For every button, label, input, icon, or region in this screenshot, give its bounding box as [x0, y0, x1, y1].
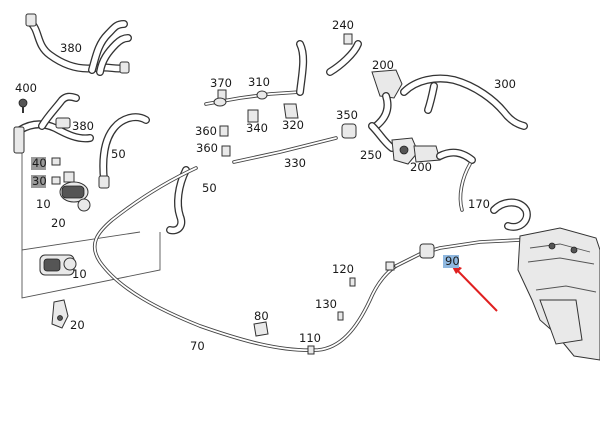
left-bracket-frame	[21, 130, 161, 299]
hose-90	[385, 238, 522, 271]
label-130: 130	[315, 297, 337, 311]
clips	[253, 277, 356, 355]
highlight-90	[443, 255, 459, 268]
label-120: 120	[332, 262, 354, 276]
label-380: 380	[60, 41, 82, 55]
engine-block	[517, 227, 600, 361]
hose-300	[400, 74, 528, 130]
label-10-upper: 10	[36, 197, 51, 211]
label-370: 370	[210, 76, 232, 90]
label-90: 90	[445, 254, 460, 268]
label-200-mid: 200	[410, 160, 432, 174]
label-340: 340	[246, 121, 268, 135]
small-parts-40-30	[51, 157, 61, 185]
hose-200-top	[296, 33, 403, 130]
small-parts-340-320	[219, 103, 299, 157]
label-350: 350	[336, 108, 358, 122]
pointer-arrow	[450, 263, 498, 312]
pipe-310	[204, 89, 302, 107]
part-350	[341, 123, 357, 139]
label-240: 240	[332, 18, 354, 32]
label-110: 110	[299, 331, 321, 345]
label-40: 40	[32, 156, 47, 170]
label-80: 80	[254, 309, 269, 323]
label-320: 320	[282, 118, 304, 132]
pipe-70	[93, 166, 398, 353]
label-20-lower: 20	[70, 318, 85, 332]
label-200-top: 200	[372, 58, 394, 72]
label-10-lower: 10	[72, 267, 87, 281]
hose-50-center	[166, 166, 190, 235]
hose-380-top	[25, 13, 132, 76]
label-30: 30	[32, 174, 47, 188]
label-400: 400	[15, 81, 37, 95]
label-310: 310	[248, 75, 270, 89]
label-300: 300	[494, 77, 516, 91]
highlight-40	[31, 157, 46, 170]
label-380-mid: 380	[72, 119, 94, 133]
label-20-upper: 20	[51, 216, 66, 230]
label-360-lower: 360	[196, 141, 218, 155]
pump-10-upper	[59, 171, 91, 212]
hose-170	[458, 162, 531, 231]
pump-10-lower	[39, 254, 77, 276]
bolt-400	[18, 98, 28, 113]
valve-200-250	[368, 122, 476, 165]
label-250: 250	[360, 148, 382, 162]
label-330: 330	[284, 156, 306, 170]
bracket-20-lower	[51, 299, 69, 329]
highlight-30	[31, 175, 46, 188]
pipe-330	[232, 136, 338, 164]
label-50-left: 50	[111, 147, 126, 161]
label-50-center: 50	[202, 181, 217, 195]
label-70: 70	[190, 339, 205, 353]
label-360-upper: 360	[195, 124, 217, 138]
hose-50-left	[98, 113, 150, 189]
label-170: 170	[468, 197, 490, 211]
hose-380-mid	[13, 92, 94, 154]
